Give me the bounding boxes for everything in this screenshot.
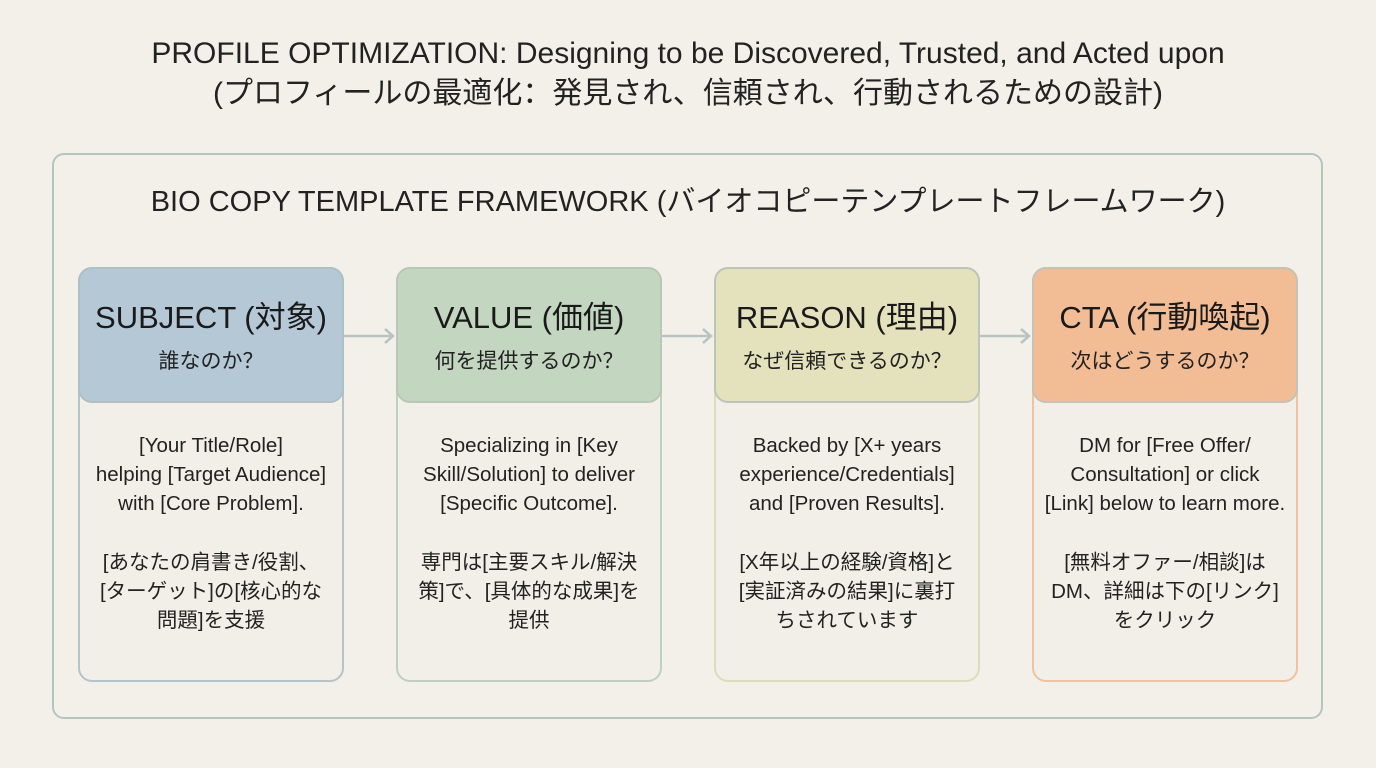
framework-container — [52, 153, 1323, 719]
card-text-en: Backed by [X+ years experience/Credentia… — [739, 434, 955, 515]
arrow-right-icon — [662, 328, 713, 344]
framework-title: BIO COPY TEMPLATE FRAMEWORK (バイオコピーテンプレー… — [150, 186, 1226, 218]
card-header: CTA (行動喚起) 次はどうするのか？ — [1032, 267, 1298, 403]
card-header: REASON (理由) なぜ信頼できるのか？ — [714, 267, 980, 403]
card-header: SUBJECT (対象) 誰なのか？ — [78, 267, 344, 403]
card-value: VALUE (価値) 何を提供するのか？ Specializing in [Ke… — [396, 267, 662, 682]
page-title: PROFILE OPTIMIZATION: Designing to be Di… — [0, 34, 1376, 114]
card-title: CTA (行動喚起) — [1059, 300, 1271, 335]
card-header: VALUE (価値) 何を提供するのか？ — [396, 267, 662, 403]
card-cta: CTA (行動喚起) 次はどうするのか？ DM for [Free Offer/… — [1032, 267, 1298, 682]
arrow-right-icon — [344, 328, 395, 344]
card-text-jp: [無料オファー/相談]は DM、詳細は下の[リンク] をクリック — [1051, 551, 1279, 632]
card-subject: SUBJECT (対象) 誰なのか？ [Your Title/Role] hel… — [78, 267, 344, 682]
card-question: なぜ信頼できるのか？ — [742, 350, 952, 373]
arrow-right-icon — [980, 328, 1031, 344]
card-content: [Your Title/Role] helping [Target Audien… — [78, 431, 344, 635]
page-title-en: PROFILE OPTIMIZATION: Designing to be Di… — [151, 37, 1225, 70]
card-reason: REASON (理由) なぜ信頼できるのか？ Backed by [X+ yea… — [714, 267, 980, 682]
card-text-jp: 専門は[主要スキル/解決 策]で、[具体的な成果]を 提供 — [418, 551, 640, 632]
card-text-jp: [X年以上の経験/資格]と [実証済みの結果]に裏打 ちされています — [738, 551, 956, 632]
page-title-jp: (プロフィールの最適化：発見され、信頼され、行動されるための設計) — [213, 77, 1163, 110]
card-title: VALUE (価値) — [433, 300, 625, 335]
card-content: Specializing in [Key Skill/Solution] to … — [396, 431, 662, 635]
card-question: 何を提供するのか？ — [434, 350, 624, 373]
card-text-jp: [あなたの肩書き/役割、 [ターゲット]の[核心的な 問題]を支援 — [99, 551, 323, 632]
card-title: SUBJECT (対象) — [95, 300, 327, 335]
card-content: Backed by [X+ years experience/Credentia… — [714, 431, 980, 635]
card-content: DM for [Free Offer/ Consultation] or cli… — [1028, 431, 1302, 635]
card-question: 誰なのか？ — [158, 350, 264, 373]
card-title: REASON (理由) — [735, 300, 959, 335]
card-text-en: [Your Title/Role] helping [Target Audien… — [95, 434, 327, 515]
card-text-en: Specializing in [Key Skill/Solution] to … — [423, 434, 635, 515]
card-text-en: DM for [Free Offer/ Consultation] or cli… — [1044, 434, 1286, 515]
card-question: 次はどうするのか？ — [1070, 350, 1260, 373]
